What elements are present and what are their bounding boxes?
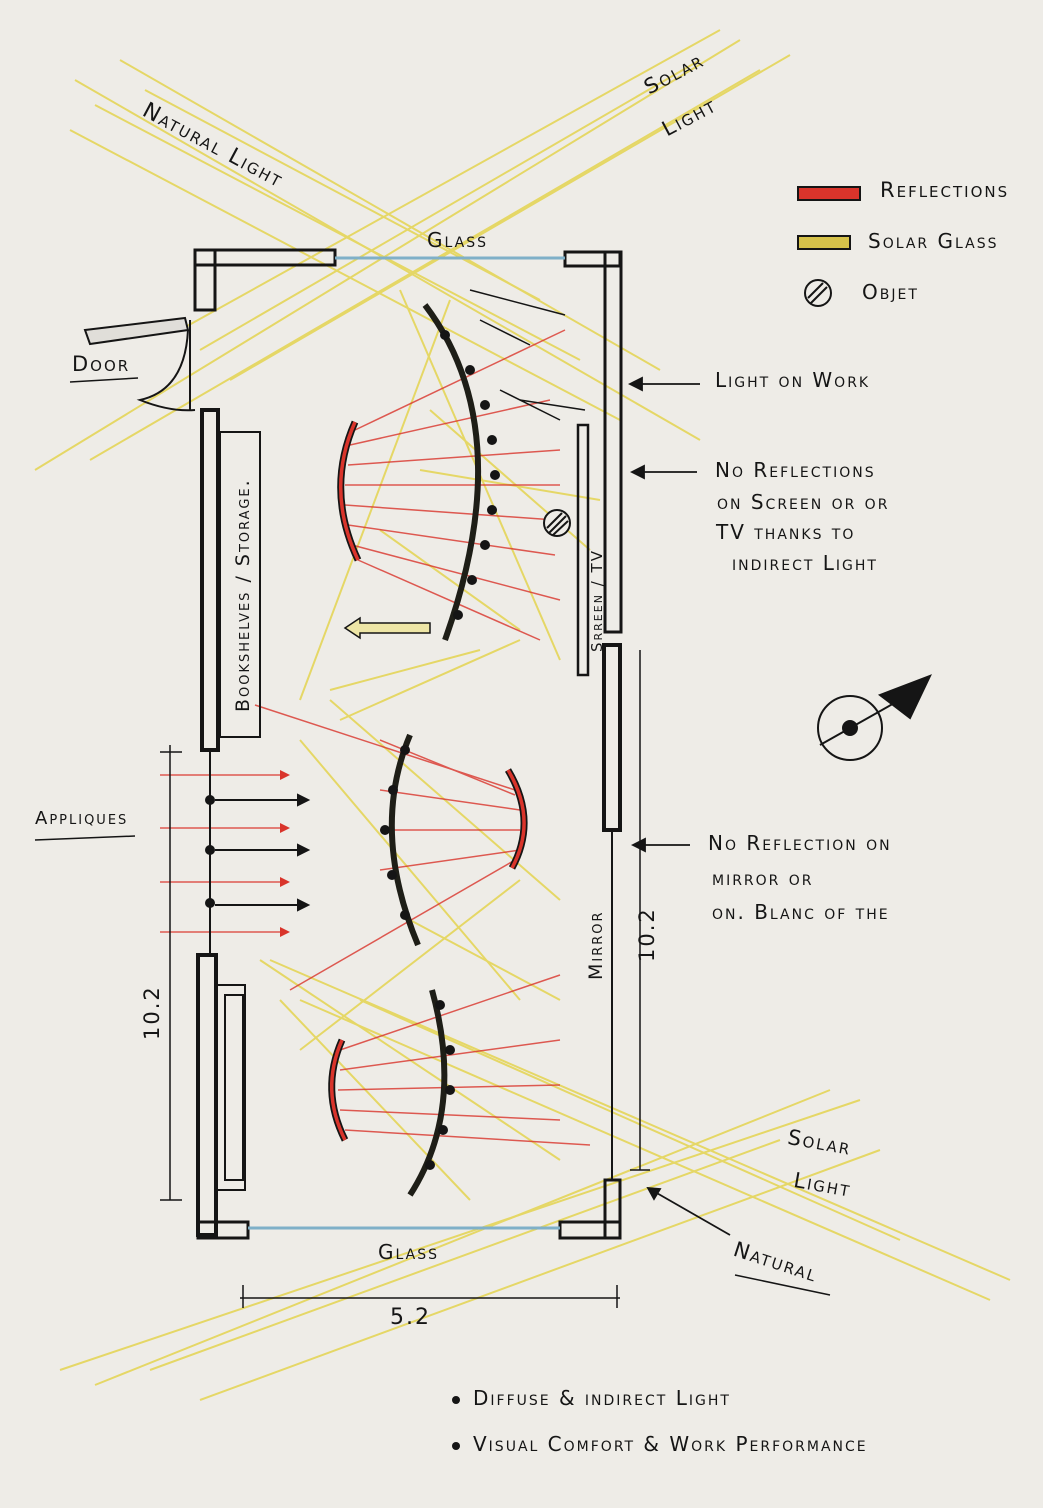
door — [83, 316, 196, 412]
north-arrow-icon — [817, 674, 932, 761]
lower-cabinet — [214, 984, 246, 1191]
annotation-light-on-work: Light on Work — [715, 368, 871, 392]
label-glass-bottom: Glass — [378, 1240, 439, 1264]
annotation-no-reflections-line1: No Reflections — [715, 458, 876, 482]
note-visual-comfort: Visual Comfort & Work Performance — [473, 1432, 868, 1456]
annotation-arrows — [627, 376, 731, 1236]
dimension-width: 5.2 — [390, 1305, 431, 1330]
label-screen-tv: Srreen / TV — [588, 549, 606, 652]
annotation-no-reflection-mirror-line2: mirror or — [712, 866, 814, 890]
label-door: Door — [72, 352, 131, 376]
objet-circle — [543, 509, 571, 537]
annotation-no-reflection-mirror-line3: on. Blanc of the — [712, 900, 890, 924]
red-reflectors — [328, 420, 528, 1142]
label-appliques: Appliques — [35, 808, 129, 829]
note-diffuse-light: Diffuse & indirect Light — [473, 1386, 731, 1410]
legend-solar-glass-icon — [797, 235, 851, 250]
bullet-2 — [452, 1442, 460, 1450]
label-mirror: Mirror — [585, 910, 607, 980]
dimension-lines — [160, 650, 650, 1308]
label-bookshelves: Bookshelves / Storage. — [232, 478, 254, 712]
annotation-no-reflections-line2: on Screen or or — [717, 490, 890, 514]
hollow-arrow-left — [343, 616, 431, 640]
underlines — [34, 377, 831, 1296]
annotation-no-reflections-line4: indirect Light — [732, 551, 878, 575]
legend-icons — [797, 186, 861, 307]
applique-red-arrows — [280, 770, 290, 937]
label-glass-top: Glass — [427, 228, 488, 252]
screen-tv — [576, 423, 590, 677]
solar-light-beams — [34, 29, 1011, 1401]
appliques — [205, 750, 311, 955]
legend-solar-glass-label: Solar Glass — [868, 229, 999, 253]
diffuser-nodes — [380, 330, 500, 1170]
bookshelves-unit — [219, 431, 261, 738]
internal-arrows — [469, 289, 586, 421]
red-reflector-fill — [329, 421, 526, 1141]
dimension-height-left: 10.2 — [140, 985, 164, 1040]
dimension-height-right: 10.2 — [635, 907, 659, 962]
legend-objet-icon — [804, 279, 832, 307]
legend-reflections-icon — [797, 186, 861, 201]
bullet-1 — [452, 1396, 460, 1404]
legend-reflections-label: Reflections — [880, 178, 1010, 202]
legend-objet-label: Objet — [862, 280, 919, 304]
annotation-no-reflection-mirror-line1: No Reflection on — [708, 831, 892, 855]
annotation-no-reflections-line3: TV thanks to — [716, 520, 856, 544]
